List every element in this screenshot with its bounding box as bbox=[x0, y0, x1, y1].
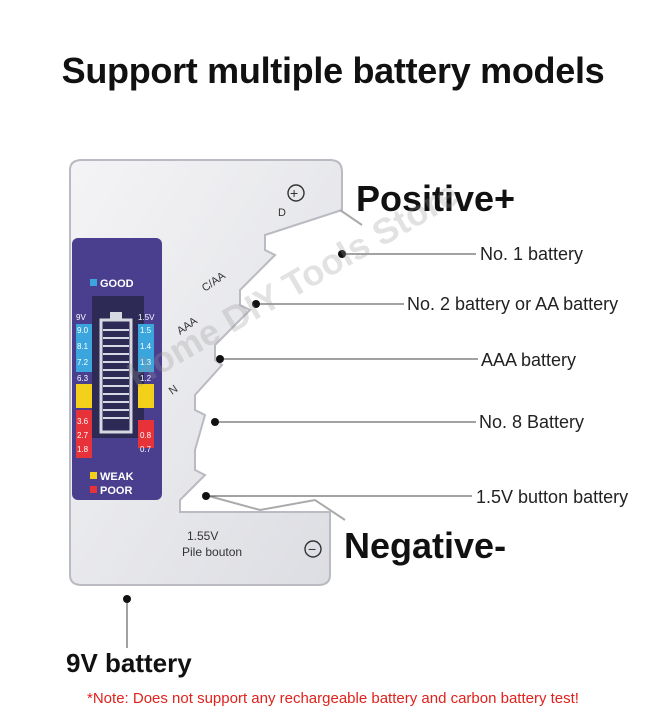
button-voltage-label: 1.55V bbox=[187, 529, 218, 543]
left-level-column bbox=[76, 324, 92, 458]
slot-d-label: D bbox=[278, 207, 286, 219]
level-left-value: 9.0 bbox=[77, 326, 89, 335]
right-level-column bbox=[138, 324, 154, 448]
level-left-value: 6.3 bbox=[77, 374, 89, 383]
level-right-value: 1.5 bbox=[140, 326, 152, 335]
callout-no8-battery: No. 8 Battery bbox=[479, 412, 585, 432]
minus-circle-icon bbox=[304, 540, 322, 558]
good-marker bbox=[90, 279, 97, 286]
weak-label: WEAK bbox=[100, 471, 134, 483]
weak-marker bbox=[90, 472, 97, 479]
level-right-value: 0.7 bbox=[140, 445, 152, 454]
page-title: Support multiple battery models bbox=[61, 50, 605, 91]
callout-no1-battery: No. 1 battery bbox=[480, 244, 584, 264]
level-right-value: 1.4 bbox=[140, 342, 152, 351]
callout-no2-battery: No. 2 battery or AA battery bbox=[407, 294, 619, 314]
negative-label: Negative- bbox=[344, 525, 507, 566]
poor-label: POOR bbox=[100, 485, 132, 497]
positive-label: Positive+ bbox=[356, 178, 516, 219]
level-right-value: 1.3 bbox=[140, 358, 152, 367]
poor-marker bbox=[90, 486, 97, 493]
good-label: GOOD bbox=[100, 278, 134, 290]
meter-battery-icon bbox=[99, 312, 133, 434]
plus-circle-icon bbox=[287, 184, 305, 202]
level-left-value: 2.7 bbox=[77, 431, 89, 440]
level-left-value: 1.8 bbox=[77, 445, 89, 454]
header-1-5v: 1.5V bbox=[138, 313, 155, 322]
level-left-value: 3.6 bbox=[77, 417, 89, 426]
callout-aaa-battery: AAA battery bbox=[481, 350, 577, 370]
level-right-value: 1.2 bbox=[140, 374, 152, 383]
level-left-value: 8.1 bbox=[77, 342, 89, 351]
plus-icon: + bbox=[290, 185, 298, 201]
callout-button-battery: 1.5V button battery bbox=[476, 487, 629, 507]
level-right-value: 0.8 bbox=[140, 431, 152, 440]
header-9v: 9V bbox=[76, 313, 86, 322]
note-text: *Note: Does not support any rechargeable… bbox=[87, 690, 579, 707]
minus-icon: − bbox=[308, 541, 316, 557]
button-text-label: Pile bouton bbox=[182, 545, 242, 559]
callout-9v-battery: 9V battery bbox=[66, 648, 192, 678]
level-left-value: 7.2 bbox=[77, 358, 89, 367]
